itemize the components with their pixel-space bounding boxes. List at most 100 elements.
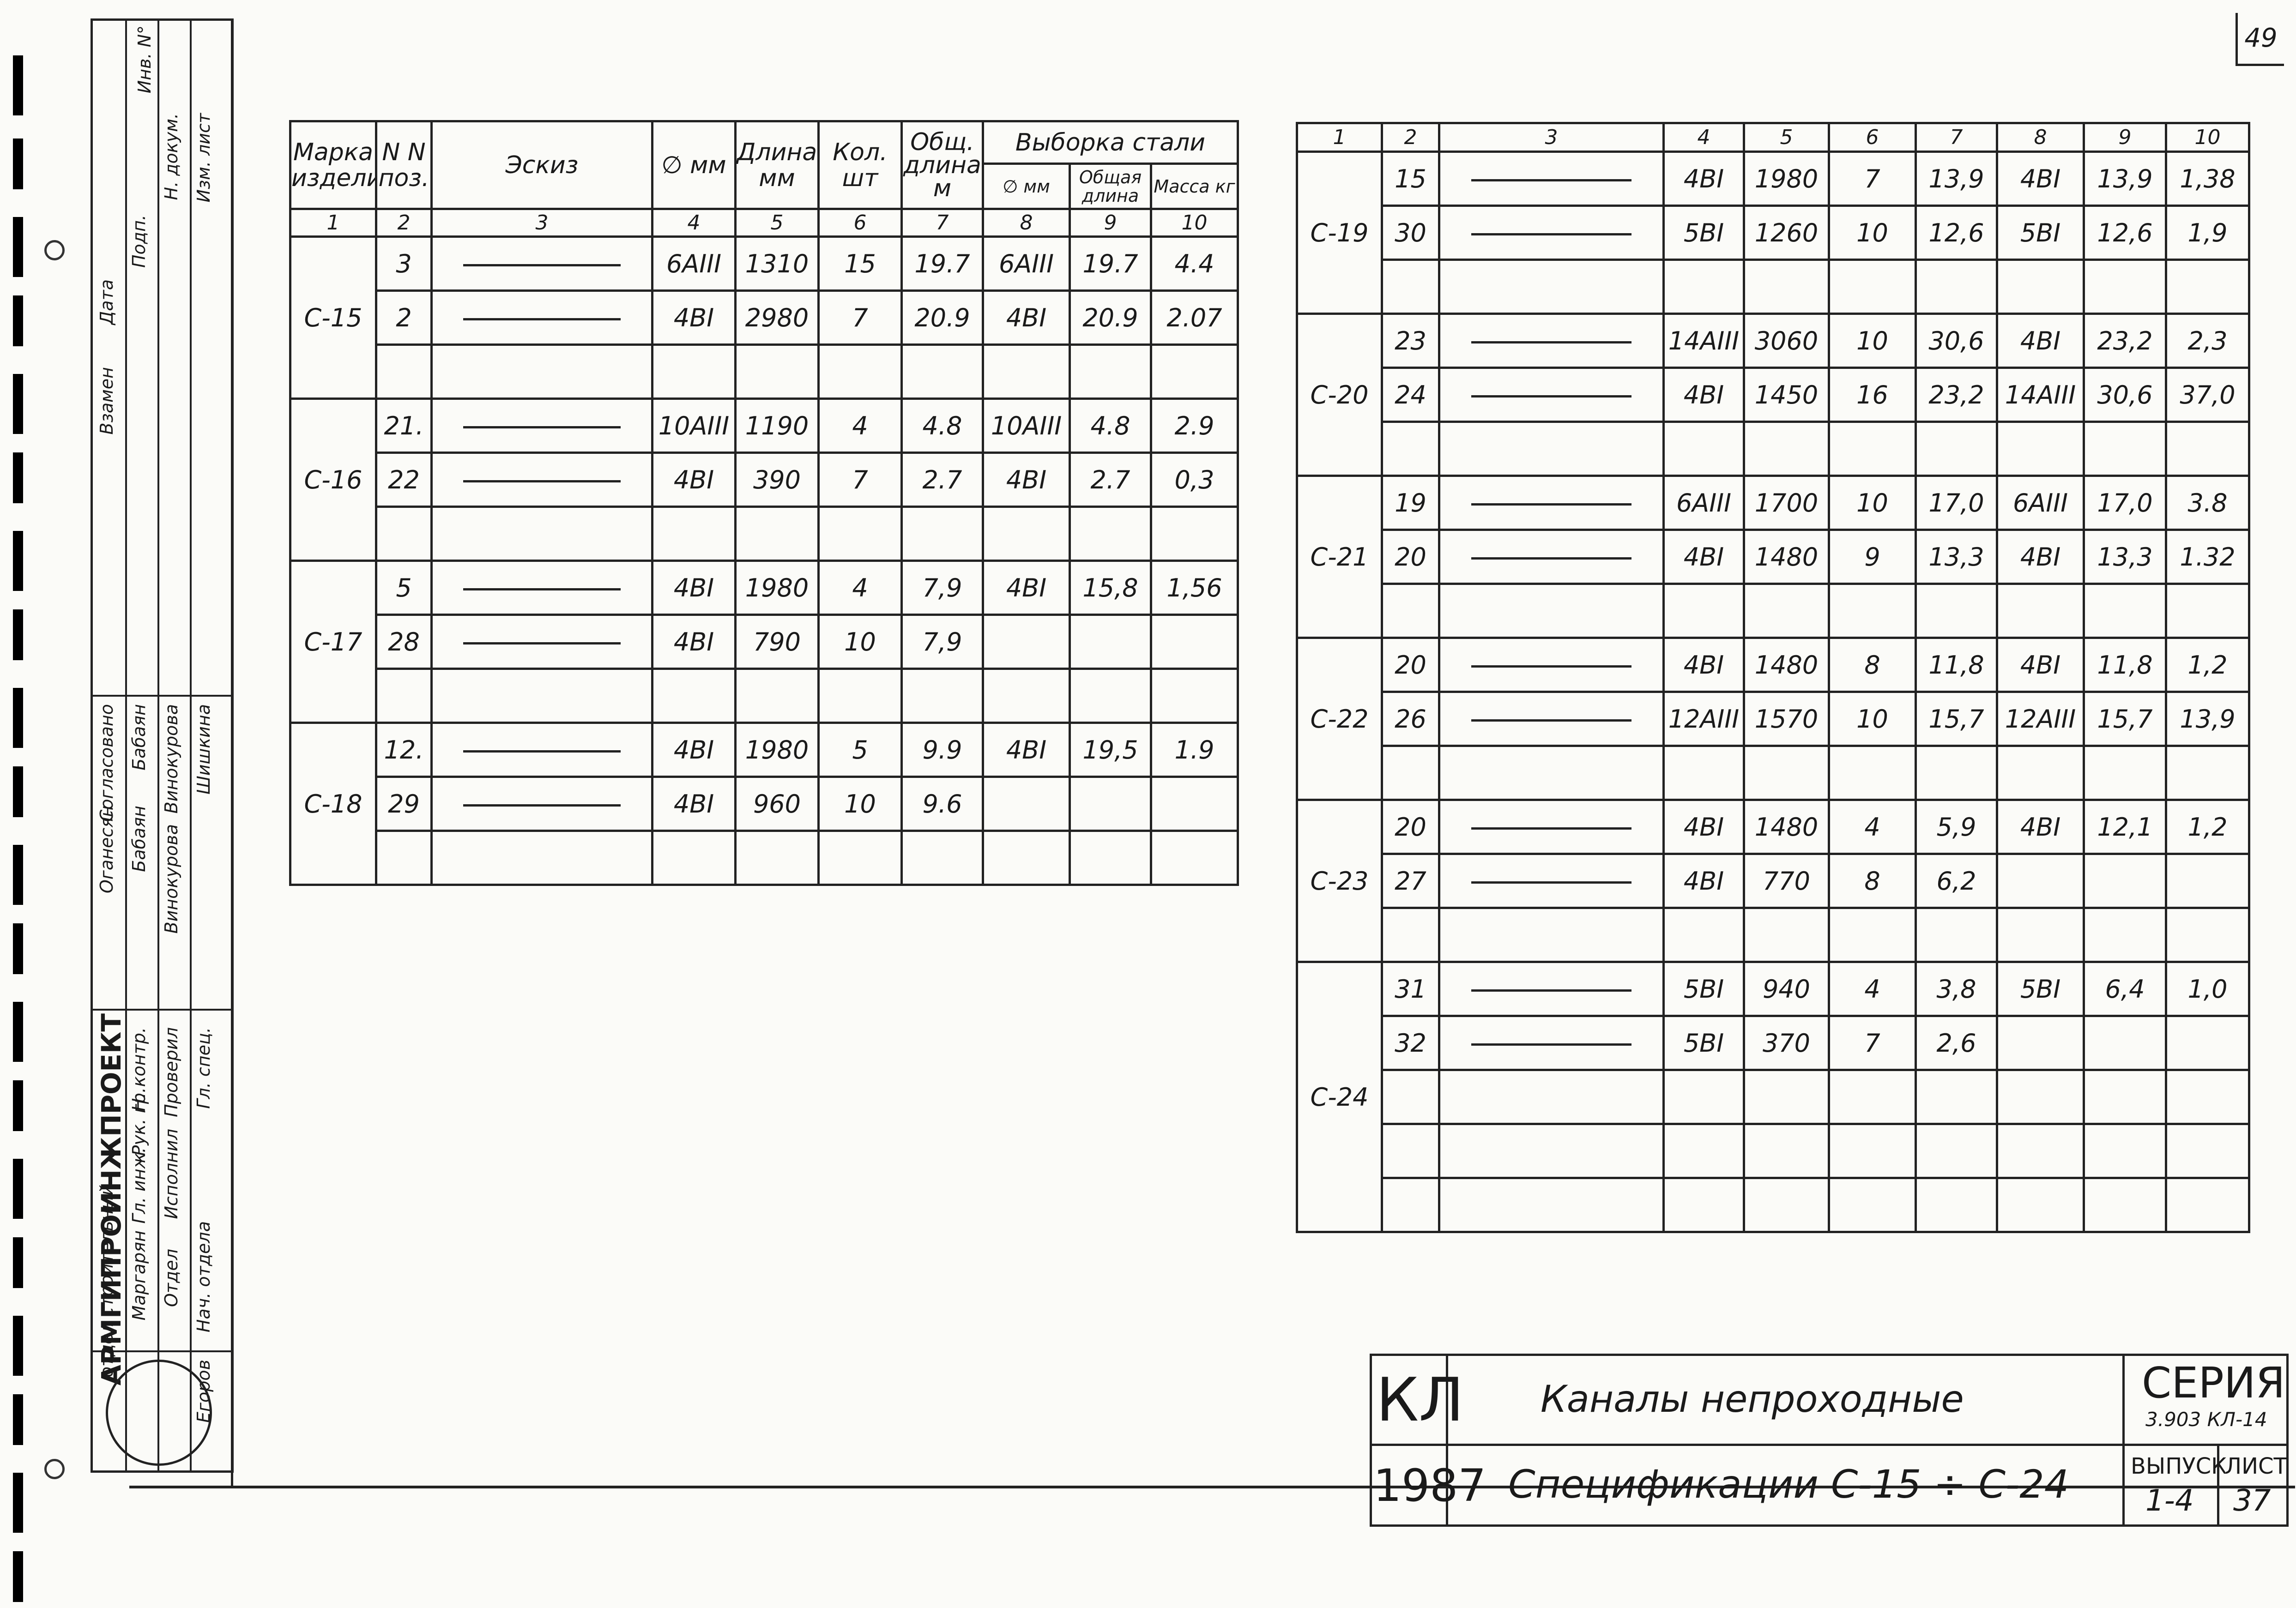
position-number: 26 (1381, 691, 1440, 747)
selection-mass (2165, 583, 2250, 639)
selection-diameter (1996, 1069, 2085, 1125)
selection-length: 30,6 (2083, 367, 2167, 423)
punch-hole-bottom (44, 1459, 65, 1479)
product-mark: С-18 (289, 722, 377, 886)
product-mark: С-16 (289, 397, 377, 562)
binding-mark (13, 217, 23, 277)
stamp-name-2: Бабаян (129, 704, 149, 771)
selection-diameter (982, 614, 1071, 670)
stamp-role-0: Гл. инж. (129, 1147, 149, 1224)
position-number (375, 343, 433, 400)
stamp-misc-0: Изм. лист (193, 113, 214, 203)
column-number: 10 (1150, 208, 1239, 238)
column-number: 7 (900, 208, 984, 238)
position-number: 20 (1381, 637, 1440, 693)
quantity: 7 (1828, 1015, 1917, 1071)
selection-mass (2165, 1177, 2250, 1233)
column-number: 2 (375, 208, 433, 238)
bar-length: 770 (1743, 853, 1830, 909)
bar-diameter (1662, 1069, 1745, 1125)
position-number: 19 (1381, 475, 1440, 531)
total-length: 6,2 (1915, 853, 1998, 909)
selection-mass (1150, 668, 1239, 724)
selection-length: 20.9 (1069, 289, 1152, 346)
binding-mark (13, 374, 23, 434)
bar-diameter: 6AIII (651, 235, 737, 292)
sketch (1438, 961, 1665, 1017)
quantity (817, 506, 903, 562)
bar-length: 370 (1743, 1015, 1830, 1071)
binding-mark (13, 1237, 23, 1288)
table-row (1297, 1069, 2250, 1125)
quantity (1828, 259, 1917, 315)
sketch (1438, 421, 1665, 477)
position-number: 5 (375, 560, 433, 616)
quantity: 7 (817, 289, 903, 346)
total-length: 9.9 (900, 722, 984, 778)
table-row (1297, 421, 2250, 477)
bar-diameter: 5BI (1662, 961, 1745, 1017)
selection-mass (1150, 506, 1239, 562)
quantity: 10 (1828, 313, 1917, 369)
position-number (375, 506, 433, 562)
bar-diameter (1662, 421, 1745, 477)
stamp-name-1: Бабаян (129, 806, 149, 872)
bar-sketch-line (463, 804, 621, 807)
bar-sketch-line (1471, 395, 1631, 398)
sketch (430, 235, 653, 292)
sketch (1438, 1123, 1665, 1179)
selection-diameter (982, 776, 1071, 832)
bar-diameter: 12AIII (1662, 691, 1745, 747)
bar-length (734, 830, 820, 886)
selection-mass (1150, 776, 1239, 832)
bar-length (1743, 1177, 1830, 1233)
bar-sketch-line (1471, 1043, 1631, 1046)
selection-diameter (1996, 853, 2085, 909)
bar-sketch-line (1471, 719, 1631, 722)
bar-diameter: 4BI (1662, 637, 1745, 693)
bar-length (734, 506, 820, 562)
total-length: 13,3 (1915, 529, 1998, 585)
total-length (1915, 421, 1998, 477)
title-line-1: Каналы непроходные (1541, 1378, 1964, 1421)
bar-sketch-line (463, 588, 621, 591)
bar-length: 1190 (734, 397, 820, 454)
selection-diameter (1996, 1015, 2085, 1071)
selection-diameter: 4BI (982, 560, 1071, 616)
table-row (1297, 583, 2250, 639)
selection-length: 13,9 (2083, 151, 2167, 207)
bar-diameter: 4BI (651, 452, 737, 508)
bar-length: 1980 (1743, 151, 1830, 207)
binding-mark (13, 1316, 23, 1376)
title-line-2: Спецификации С-15 ÷ С-24 (1508, 1462, 2069, 1507)
header-sketch: Эскиз (430, 120, 653, 210)
bar-length: 1480 (1743, 637, 1830, 693)
selection-length (1069, 614, 1152, 670)
bar-length (1743, 421, 1830, 477)
quantity: 16 (1828, 367, 1917, 423)
position-number: 31 (1381, 961, 1440, 1017)
binding-mark (13, 531, 23, 591)
issue-label: ВЫПУСК (2131, 1453, 2227, 1479)
product-mark: С-22 (1296, 637, 1383, 801)
selection-mass: 1.32 (2165, 529, 2250, 585)
selection-mass: 2.9 (1150, 397, 1239, 454)
quantity: 10 (1828, 475, 1917, 531)
position-number: 21. (375, 397, 433, 454)
selection-mass: 2.07 (1150, 289, 1239, 346)
selection-length: 23,2 (2083, 313, 2167, 369)
binding-mark (13, 1394, 23, 1445)
selection-diameter: 6AIII (1996, 475, 2085, 531)
bar-diameter: 4BI (1662, 853, 1745, 909)
selection-length: 19,5 (1069, 722, 1152, 778)
selection-diameter (1996, 583, 2085, 639)
selection-length: 2.7 (1069, 452, 1152, 508)
bar-length (1743, 583, 1830, 639)
total-length: 15,7 (1915, 691, 1998, 747)
